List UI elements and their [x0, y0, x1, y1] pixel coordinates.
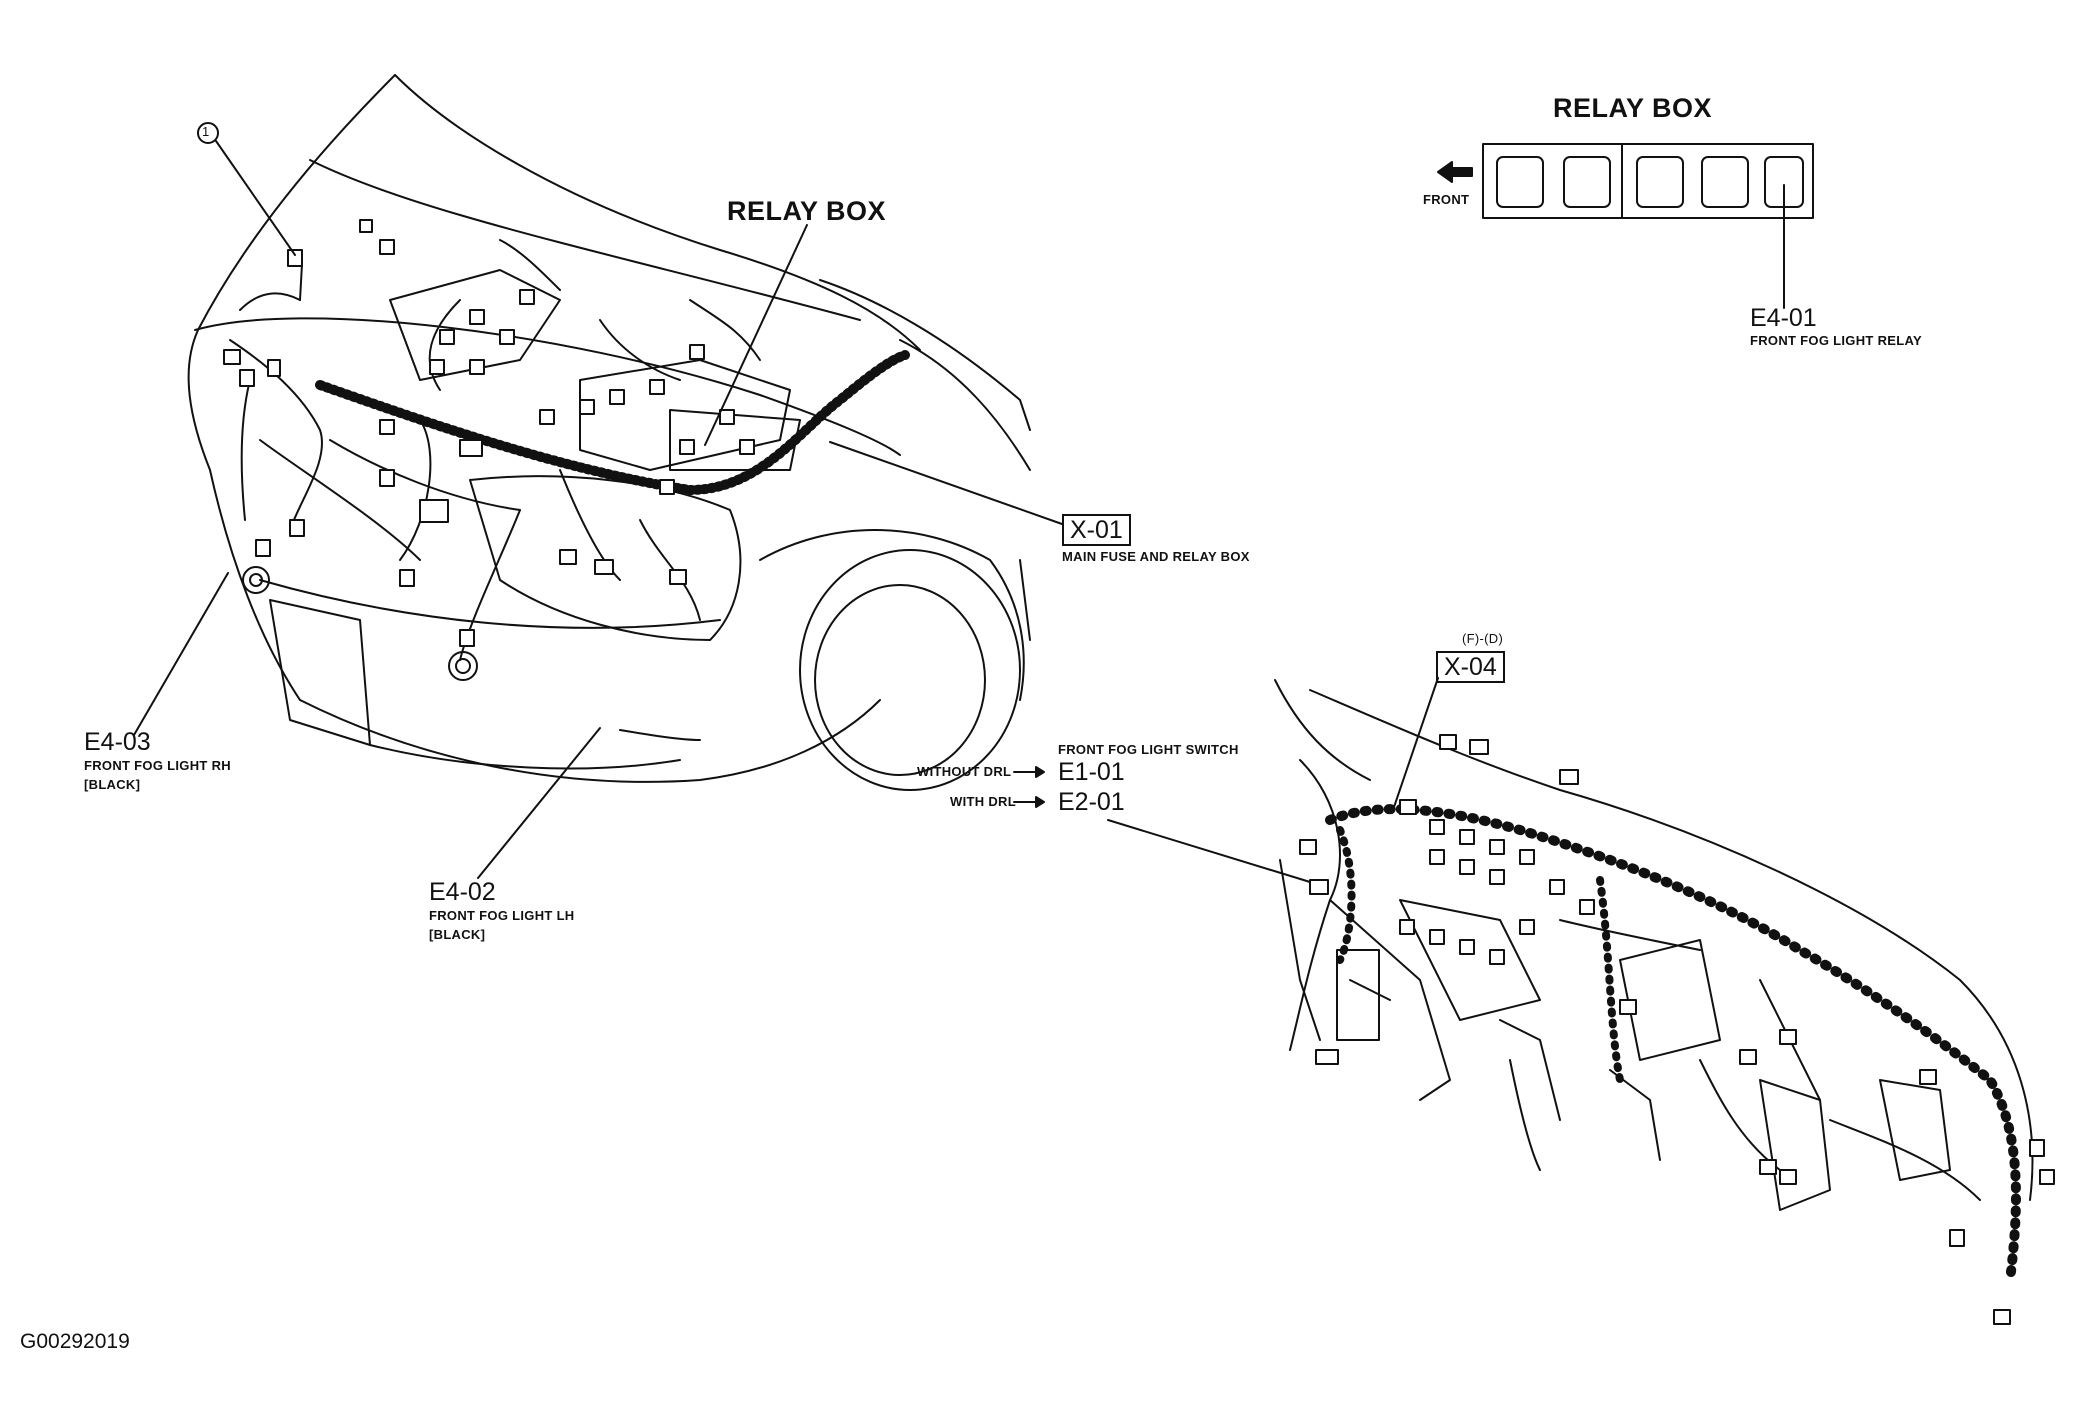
e4-03-desc: FRONT FOG LIGHT RH — [84, 758, 231, 773]
callout-leaders — [133, 122, 1439, 883]
figure-id: G00292019 — [20, 1330, 130, 1353]
e4-02-note: [BLACK] — [429, 927, 486, 942]
e1-01-code: E1-01 — [1058, 758, 1125, 786]
x-01-code: X-01 — [1062, 514, 1131, 546]
fd-label: (F)-(D) — [1462, 631, 1504, 646]
e4-03-code: E4-03 — [84, 728, 151, 756]
e2-01-code: E2-01 — [1058, 788, 1125, 816]
e4-01-code: E4-01 — [1750, 304, 1817, 332]
front-arrow-icon — [1437, 161, 1473, 183]
car-front-drawing — [187, 74, 1031, 791]
x-04-code: X-04 — [1436, 651, 1505, 683]
relay-box-label-engine: RELAY BOX — [727, 196, 887, 226]
x-01-desc: MAIN FUSE AND RELAY BOX — [1062, 549, 1250, 564]
without-drl-prefix: WITHOUT DRL — [917, 764, 1012, 779]
relay-box-drawing — [1482, 143, 1814, 309]
switch-title: FRONT FOG LIGHT SWITCH — [1058, 742, 1239, 757]
relay-box-title: RELAY BOX — [1553, 93, 1713, 123]
e4-01-desc: FRONT FOG LIGHT RELAY — [1750, 333, 1922, 348]
with-drl-prefix: WITH DRL — [950, 794, 1016, 809]
front-label: FRONT — [1423, 192, 1470, 207]
dashboard-drawing — [1274, 679, 2055, 1325]
e4-03-note: [BLACK] — [84, 777, 141, 792]
callout-1-number: 1 — [202, 124, 210, 139]
e4-02-desc: FRONT FOG LIGHT LH — [429, 908, 575, 923]
e4-02-code: E4-02 — [429, 878, 496, 906]
